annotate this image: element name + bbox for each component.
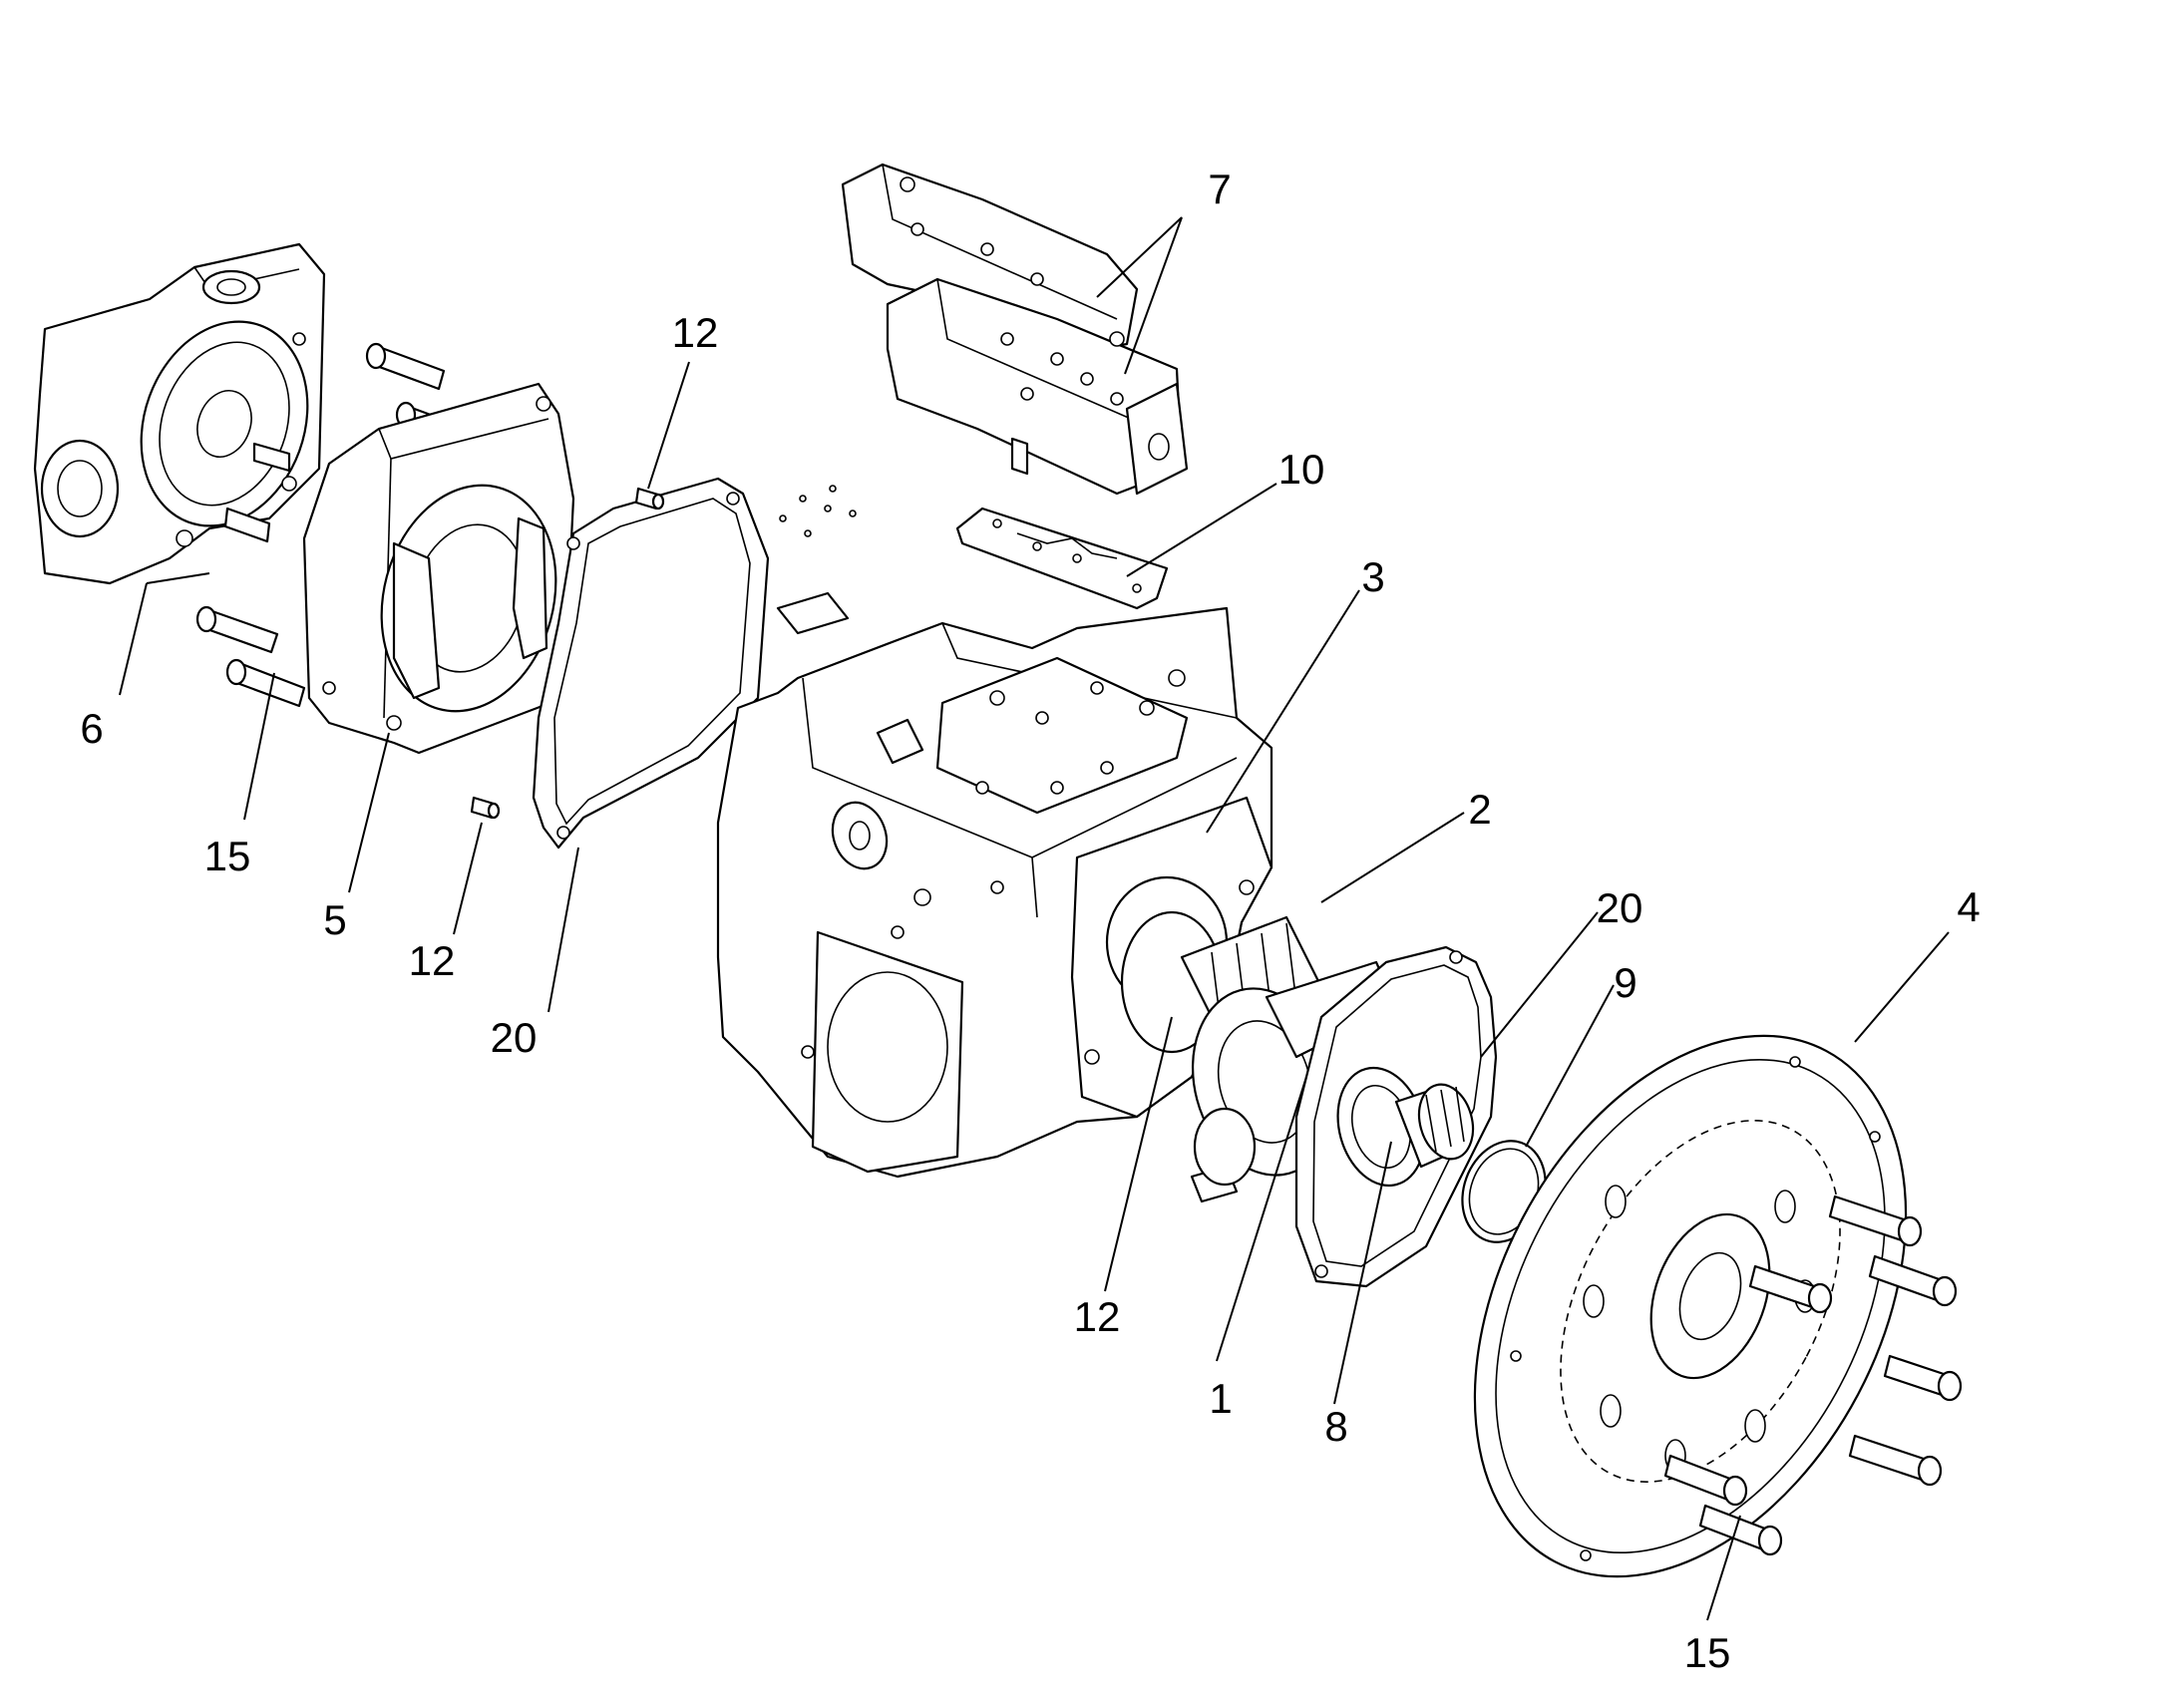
callout-10: 10 [1278, 446, 1325, 493]
callout-20-right: 20 [1597, 884, 1643, 931]
part-3-pump-housing [716, 606, 1273, 1179]
part-6-end-cover [33, 242, 326, 585]
callout-3: 3 [1361, 553, 1384, 600]
callout-6: 6 [80, 705, 103, 752]
callout-numbers: 1 2 3 4 5 6 7 8 9 10 12 12 12 15 15 20 2… [80, 166, 1980, 1676]
callout-12-left: 12 [409, 937, 456, 984]
callout-12-center: 12 [1074, 1293, 1121, 1340]
callout-4: 4 [1957, 883, 1980, 930]
part-4-mounting-flange [1473, 1034, 1908, 1578]
callout-1: 1 [1209, 1375, 1232, 1422]
callout-12-top: 12 [672, 309, 719, 356]
small-fasteners [776, 485, 857, 635]
gasket-20-left [532, 477, 770, 850]
callout-15-right: 15 [1684, 1629, 1731, 1676]
part-5-housing-plate [302, 382, 575, 755]
bolts-15-right [1663, 1195, 1963, 1556]
part-8-drive-shaft [1336, 1066, 1475, 1188]
callout-9: 9 [1614, 959, 1636, 1006]
part-7-control-valves [841, 163, 1189, 496]
callout-20-left: 20 [491, 1014, 538, 1061]
callout-15-left: 15 [204, 833, 251, 879]
callout-5: 5 [323, 896, 346, 943]
callout-7: 7 [1208, 166, 1231, 212]
part-10-valve-gasket [955, 507, 1169, 610]
callout-2: 2 [1468, 786, 1491, 833]
callout-8: 8 [1324, 1403, 1347, 1450]
leader-lines [119, 216, 1950, 1621]
